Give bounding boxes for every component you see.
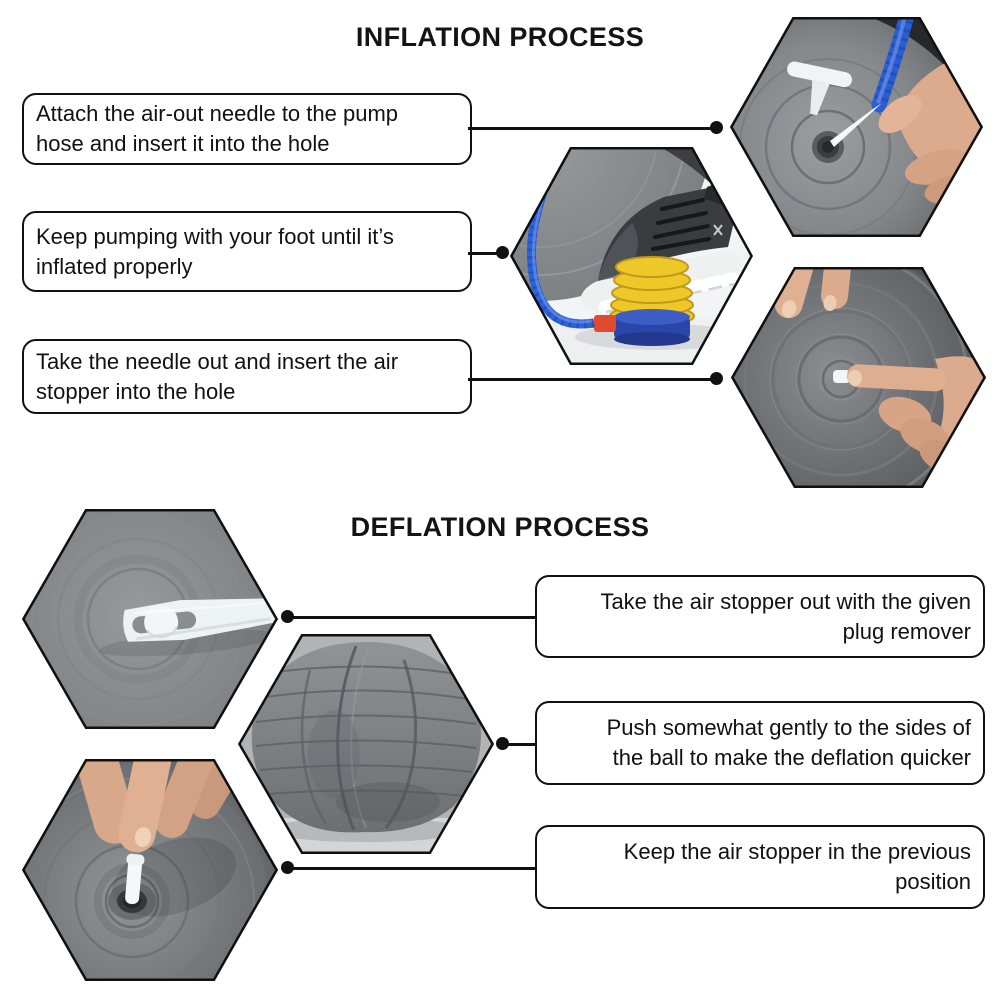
- insert-stopper-photo: [21, 759, 279, 981]
- inflation-step-2-text: Keep pumping with your foot until it’s i…: [36, 223, 394, 279]
- deflation-step-1-callout: Take the air stopper out with the given …: [535, 575, 985, 658]
- inflation-step-1-callout: Attach the air-out needle to the pump ho…: [22, 93, 472, 165]
- tool-shadow: [99, 629, 275, 657]
- connector-dot-3: [710, 372, 723, 385]
- hexagon-press-stopper: [730, 267, 987, 493]
- deflation-step-2-callout: Push somewhat gently to the sides of the…: [535, 701, 985, 785]
- inflation-step-1-text: Attach the air-out needle to the pump ho…: [36, 101, 399, 156]
- exercise-ball: [510, 147, 712, 301]
- connector-dot-4: [281, 610, 294, 623]
- inflation-step-3-callout: Take the needle out and insert the air s…: [22, 339, 472, 414]
- connector-line-5: [502, 743, 537, 746]
- pinching-fingers: [74, 759, 254, 853]
- inflation-step-2-callout: Keep pumping with your foot until it’s i…: [22, 211, 472, 292]
- deflation-step-3-callout: Keep the air stopper in the previous pos…: [535, 825, 985, 909]
- press-stopper-photo: [730, 267, 987, 488]
- air-stopper: [125, 853, 145, 905]
- pump-base: [614, 309, 690, 346]
- connector-dot-6: [281, 861, 294, 874]
- pump-hose-nozzle: [871, 17, 916, 113]
- crease-shadow-2: [308, 710, 360, 798]
- hexagon-border: [729, 17, 984, 237]
- hexagon-needle-into-hole: [729, 17, 984, 242]
- connector-line-4: [287, 616, 537, 619]
- crease-shadow: [336, 782, 440, 822]
- connector-line-2: [468, 252, 506, 255]
- folds: [300, 645, 417, 831]
- hexagon-border: [237, 634, 495, 854]
- connector-dot-5: [496, 737, 509, 750]
- connector-line-6: [287, 867, 537, 870]
- connector-dot-2: [496, 246, 509, 259]
- deflation-step-3-text: Keep the air stopper in the previous pos…: [623, 839, 971, 894]
- deflation-step-1-text: Take the air stopper out with the given …: [600, 588, 971, 644]
- connector-dot-1: [710, 121, 723, 134]
- hexagon-border: [509, 147, 754, 365]
- inflation-needle: [830, 103, 882, 147]
- hose-connector: [594, 315, 616, 332]
- deflation-step-2-text: Push somewhat gently to the sides of the…: [606, 715, 971, 770]
- connector-line-1: [468, 127, 718, 130]
- air-stopper-t-plug: [787, 61, 852, 116]
- hexagon-border: [21, 509, 279, 729]
- inflation-step-3-text: Take the needle out and insert the air s…: [36, 348, 399, 404]
- plug-remover-tool: [123, 598, 278, 642]
- needle-into-hole-photo: [729, 17, 984, 237]
- hexagon-plug-remover: [21, 509, 279, 734]
- foot-pump-photo: [509, 147, 754, 365]
- deflated-ball-photo: [237, 634, 495, 854]
- air-stopper: [833, 370, 850, 383]
- hexagon-border: [21, 759, 279, 981]
- hexagon-deflated-ball: [237, 634, 495, 859]
- plug-remover-photo: [21, 509, 279, 729]
- inflation-title: INFLATION PROCESS: [355, 22, 645, 52]
- hexagon-foot-pump: [509, 147, 754, 370]
- hexagon-insert-stopper: [21, 759, 279, 986]
- ball-ridge-stripes: [255, 665, 477, 797]
- connector-line-3: [468, 378, 718, 381]
- hexagon-border: [730, 267, 987, 488]
- deflation-title: DEFLATION PROCESS: [350, 512, 650, 542]
